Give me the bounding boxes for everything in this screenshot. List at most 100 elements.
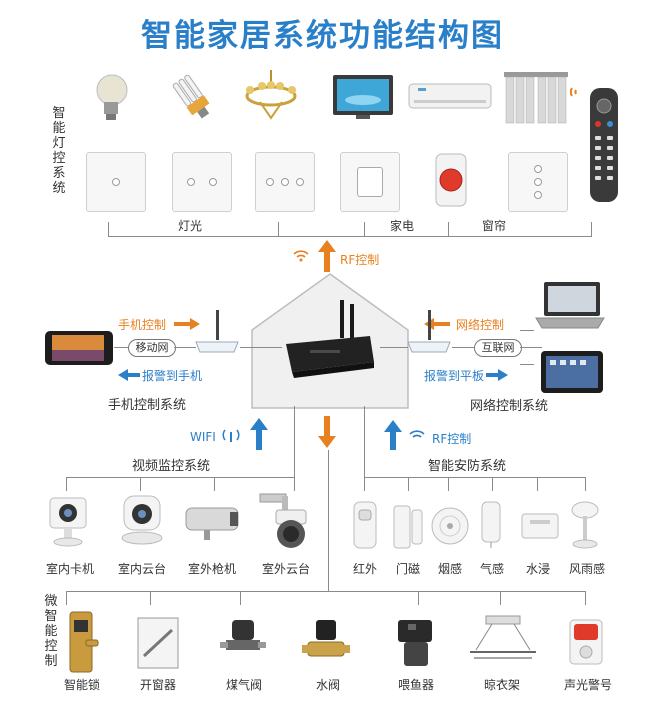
switch-button[interactable]: [187, 178, 195, 186]
video-item-label: 室内卡机: [45, 562, 94, 576]
internet-oval: 互联网: [474, 339, 522, 357]
tablet-icon[interactable]: [540, 350, 604, 394]
link-line: [114, 347, 128, 348]
alarm-button-icon[interactable]: [428, 150, 474, 210]
link-line: [520, 347, 542, 348]
chandelier-icon: [242, 70, 300, 122]
lighting-system-label: 智能灯控系统: [52, 106, 66, 196]
security-item-label: 红外: [352, 562, 377, 576]
arrow-up-blue-icon: [250, 418, 268, 450]
link-line: [452, 347, 474, 348]
switch-button[interactable]: [112, 178, 120, 186]
cfl-bulb-icon: [168, 74, 218, 124]
bracket-tick: [448, 222, 449, 236]
security-item-label: 气感: [479, 562, 504, 576]
indoor-camera-icon: [44, 492, 92, 548]
security-item-label: 烟感: [437, 562, 462, 576]
security-item-label: 风雨感: [568, 562, 605, 576]
bracket-tick: [500, 591, 501, 605]
bracket-tick: [278, 222, 279, 236]
air-conditioner-icon: [408, 82, 492, 112]
alarm-to-phone-label: 报警到手机: [142, 369, 203, 383]
micro-item-label: 煤气阀: [225, 678, 262, 692]
switch-button[interactable]: [209, 178, 217, 186]
switch-button[interactable]: [534, 178, 542, 186]
socket-panel[interactable]: [340, 152, 400, 212]
smart-lock-icon: [64, 610, 100, 674]
switch-button[interactable]: [534, 165, 542, 173]
bracket-tick: [66, 477, 67, 491]
bracket-tick: [364, 222, 365, 236]
bracket-tick: [240, 591, 241, 605]
smoke-detector-icon: [430, 506, 470, 546]
link-line: [174, 347, 196, 348]
video-item-label: 室外云台: [261, 562, 310, 576]
bracket-tick: [591, 222, 592, 236]
indoor-ptz-camera-icon: [116, 490, 168, 548]
switch-button[interactable]: [266, 178, 274, 186]
arrow-right-blue-icon: [486, 369, 508, 381]
video-item-label: 室内云台: [117, 562, 166, 576]
network-control-system-label: 网络控制系统: [470, 399, 549, 414]
security-system-label: 智能安防系统: [428, 459, 507, 474]
alarm-to-tablet-label: 报警到平板: [424, 369, 485, 383]
arrow-down-orange-icon: [318, 416, 336, 448]
micro-item-label: 声光警号: [563, 678, 612, 692]
switch-panel-2[interactable]: [172, 152, 232, 212]
wifi-antenna-icon: [222, 426, 240, 444]
door-sensor-icon: [392, 504, 424, 550]
link-line: [380, 347, 408, 348]
appliance-group-label: 家电: [390, 219, 415, 233]
video-item-label: 室外枪机: [187, 562, 236, 576]
remote-control-icon[interactable]: [584, 86, 624, 204]
bracket-tick: [585, 591, 586, 605]
security-item-label: 水浸: [525, 562, 550, 576]
micro-item-label: 喂鱼器: [397, 678, 434, 692]
bracket-tick: [408, 477, 409, 491]
wind-rain-sensor-icon: [568, 500, 602, 552]
curtain-switch-panel[interactable]: [508, 152, 568, 212]
trunk-line-center: [328, 450, 329, 592]
micro-item-label: 开窗器: [139, 678, 176, 692]
outdoor-bullet-camera-icon: [182, 504, 242, 544]
bracket-tick: [492, 477, 493, 491]
router-right-icon[interactable]: [406, 308, 452, 354]
bracket-tick: [66, 591, 67, 605]
clothes-rack-icon: [466, 614, 540, 666]
laptop-icon[interactable]: [532, 280, 606, 332]
switch-button[interactable]: [534, 191, 542, 199]
micro-item-label: 晾衣架: [483, 678, 520, 692]
infrared-sensor-icon: [350, 500, 380, 552]
switch-button[interactable]: [281, 178, 289, 186]
router-left-icon[interactable]: [194, 308, 240, 354]
micro-bracket-line: [66, 591, 586, 592]
bracket-tick: [214, 477, 215, 491]
smartphone-icon[interactable]: [44, 330, 114, 366]
video-bracket-line: [66, 477, 295, 478]
rf-control-top-label: RF控制: [340, 253, 380, 267]
micro-control-label: 微智能控制: [44, 594, 58, 669]
gas-valve-icon: [220, 616, 268, 666]
light-group-label: 灯光: [178, 219, 203, 233]
link-line: [240, 347, 282, 348]
video-system-label: 视频监控系统: [132, 459, 211, 474]
gas-sensor-icon: [476, 500, 506, 550]
switch-panel-1[interactable]: [86, 152, 146, 212]
link-line: [520, 330, 534, 331]
trunk-line-left: [294, 406, 295, 478]
water-leak-sensor-icon: [520, 510, 560, 542]
switch-button[interactable]: [296, 178, 304, 186]
security-item-label: 门磁: [395, 562, 420, 576]
security-bracket-line: [364, 477, 586, 478]
mobile-control-system-label: 手机控制系统: [108, 398, 187, 413]
bracket-tick: [537, 477, 538, 491]
smart-hub-gateway-icon[interactable]: [282, 300, 378, 388]
micro-item-label: 水阀: [315, 678, 340, 692]
switch-panel-3[interactable]: [255, 152, 315, 212]
mobile-network-oval: 移动网: [128, 339, 176, 357]
arrow-left-blue-icon: [118, 369, 140, 381]
curtain-group-label: 窗帘: [482, 219, 507, 233]
arrow-right-orange-icon: [174, 318, 200, 330]
curtain-icon: [504, 72, 568, 124]
water-valve-icon: [302, 618, 350, 668]
